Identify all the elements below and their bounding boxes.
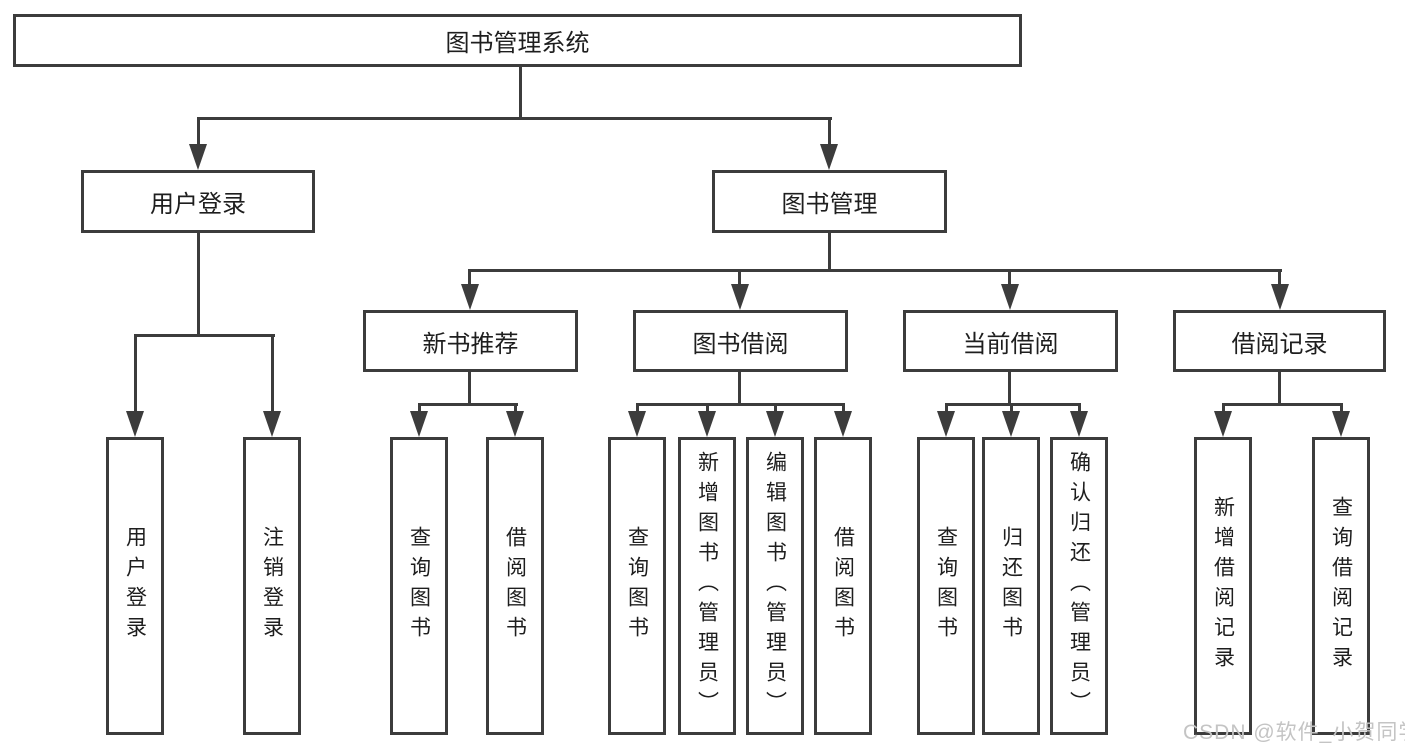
- leaf-add-borrow-record: 新增借阅记录: [1194, 437, 1252, 735]
- connector-borrowing-records-stem: [1278, 372, 1281, 406]
- arrow-down-icon: [263, 411, 281, 437]
- connector-drop-leaf: [842, 403, 845, 415]
- connector-drop-book-borrowing: [738, 269, 741, 287]
- connector-drop-leaf: [271, 334, 274, 414]
- node-user-login-label: 用户登录: [150, 191, 246, 218]
- leaf-user-login: 用户登录: [106, 437, 164, 735]
- leaf-query-borrow-record-label: 查询借阅记录: [1329, 496, 1353, 676]
- leaf-edit-book-admin: 编辑图书（管理员）: [746, 437, 804, 735]
- leaf-return-books-label: 归还图书: [999, 526, 1023, 646]
- arrow-down-icon: [937, 411, 955, 437]
- node-borrowing-records: 借阅记录: [1173, 310, 1386, 372]
- leaf-logout: 注销登录: [243, 437, 301, 735]
- connector-drop-leaf: [636, 403, 639, 415]
- connector-drop-borrowing-records: [1278, 269, 1281, 287]
- connector-drop-leaf: [134, 334, 137, 414]
- arrow-down-icon: [1214, 411, 1232, 437]
- connector-new-book-recommend-stem: [468, 372, 471, 406]
- connector-level2-hline: [197, 117, 832, 120]
- node-book-borrowing: 图书借阅: [633, 310, 848, 372]
- arrow-down-icon: [628, 411, 646, 437]
- connector-drop-leaf: [1010, 403, 1013, 415]
- arrow-down-icon: [1271, 284, 1289, 310]
- leaf-query-books-recommend-label: 查询图书: [407, 526, 431, 646]
- leaf-logout-label: 注销登录: [260, 526, 284, 646]
- leaf-borrow-books-borrowing-label: 借阅图书: [831, 526, 855, 646]
- connector-drop-leaf: [1340, 403, 1343, 415]
- leaf-borrow-books-borrowing: 借阅图书: [814, 437, 872, 735]
- connector-drop-leaf: [1222, 403, 1225, 415]
- connector-book-management-stem: [828, 233, 831, 272]
- arrow-down-icon: [189, 144, 207, 170]
- leaf-query-books-current: 查询图书: [917, 437, 975, 735]
- connector-book-borrowing-stem: [738, 372, 741, 406]
- leaf-query-borrow-record: 查询借阅记录: [1312, 437, 1370, 735]
- arrow-down-icon: [410, 411, 428, 437]
- leaf-query-books-current-label: 查询图书: [934, 526, 958, 646]
- connector-user-login-stem: [197, 233, 200, 337]
- connector-drop-leaf: [418, 403, 421, 415]
- node-new-book-recommend: 新书推荐: [363, 310, 578, 372]
- connector-drop-new-book-recommend: [468, 269, 471, 287]
- leaf-add-book-admin: 新增图书（管理员）: [678, 437, 736, 735]
- connector-current-borrowing-hline: [945, 403, 1081, 406]
- arrow-down-icon: [1070, 411, 1088, 437]
- arrow-down-icon: [461, 284, 479, 310]
- connector-borrowing-records-hline: [1222, 403, 1343, 406]
- node-current-borrowing-label: 当前借阅: [962, 330, 1059, 358]
- arrow-down-icon: [731, 284, 749, 310]
- connector-drop-leaf: [706, 403, 709, 415]
- csdn-watermark: CSDN @软件_小贺同学: [1183, 721, 1405, 744]
- connector-drop-book-management: [828, 117, 831, 147]
- node-root: 图书管理系统: [13, 14, 1022, 67]
- arrow-down-icon: [1002, 411, 1020, 437]
- node-root-label: 图书管理系统: [445, 30, 590, 57]
- leaf-add-book-admin-label: 新增图书（管理员）: [695, 451, 719, 721]
- leaf-confirm-return-admin: 确认归还（管理员）: [1050, 437, 1108, 735]
- node-user-login: 用户登录: [81, 170, 315, 233]
- leaf-confirm-return-admin-label: 确认归还（管理员）: [1067, 451, 1091, 721]
- leaf-edit-book-admin-label: 编辑图书（管理员）: [763, 451, 787, 721]
- connector-user-login-hline: [134, 334, 275, 337]
- leaf-return-books: 归还图书: [982, 437, 1040, 735]
- node-book-management: 图书管理: [712, 170, 947, 233]
- connector-root-stem: [519, 66, 522, 119]
- node-book-management-label: 图书管理: [781, 191, 878, 218]
- arrow-down-icon: [820, 144, 838, 170]
- connector-drop-user-login: [197, 117, 200, 147]
- leaf-query-books-recommend: 查询图书: [390, 437, 448, 735]
- leaf-query-books-borrowing: 查询图书: [608, 437, 666, 735]
- node-borrowing-records-label: 借阅记录: [1231, 330, 1328, 358]
- connector-drop-current-borrowing: [1008, 269, 1011, 287]
- connector-current-borrowing-stem: [1008, 372, 1011, 406]
- leaf-borrow-books-recommend: 借阅图书: [486, 437, 544, 735]
- node-current-borrowing: 当前借阅: [903, 310, 1118, 372]
- connector-drop-leaf: [1078, 403, 1081, 415]
- arrow-down-icon: [126, 411, 144, 437]
- arrow-down-icon: [766, 411, 784, 437]
- connector-modules-hline: [468, 269, 1282, 272]
- leaf-add-borrow-record-label: 新增借阅记录: [1211, 496, 1235, 676]
- arrow-down-icon: [506, 411, 524, 437]
- node-new-book-recommend-label: 新书推荐: [422, 330, 519, 358]
- node-book-borrowing-label: 图书借阅: [692, 330, 789, 358]
- connector-new-book-recommend-hline: [418, 403, 518, 406]
- arrow-down-icon: [834, 411, 852, 437]
- leaf-query-books-borrowing-label: 查询图书: [625, 526, 649, 646]
- arrow-down-icon: [698, 411, 716, 437]
- arrow-down-icon: [1332, 411, 1350, 437]
- connector-drop-leaf: [774, 403, 777, 415]
- connector-drop-leaf: [945, 403, 948, 415]
- arrow-down-icon: [1001, 284, 1019, 310]
- leaf-borrow-books-recommend-label: 借阅图书: [503, 526, 527, 646]
- leaf-user-login-label: 用户登录: [123, 526, 147, 646]
- connector-drop-leaf: [514, 403, 517, 415]
- connector-book-borrowing-hline: [636, 403, 845, 406]
